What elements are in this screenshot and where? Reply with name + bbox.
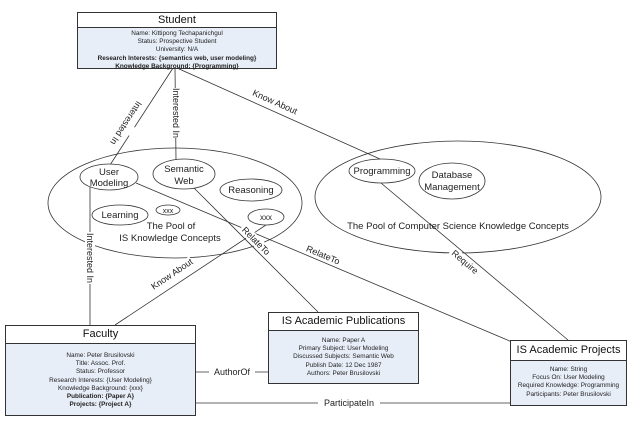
relation-faculty-interested-in: Interested In [85,233,95,283]
faculty-title: Faculty [6,326,195,344]
edge-user-modeling-projects [135,182,513,343]
is-pool-label-2: IS Knowledge Concepts [119,233,221,244]
faculty-attributes: Name: Peter Brusilovski Title: Assoc. Pr… [6,344,195,409]
student-title: Student [78,13,276,28]
semantic-web-label-1: Semantic [164,164,204,175]
project-focus: Focus On: User Modeling [532,374,605,382]
concept-xxx-small [155,204,181,216]
faculty-name: Name: Peter Brusilovski [66,352,135,359]
semantic-web-label-2: Web [174,176,193,187]
concept-reasoning [219,178,283,202]
xxx-small-label: xxx [163,208,174,215]
projects-entity: IS Academic Projects Name: String Focus … [510,340,627,406]
concept-xxx [247,208,285,226]
faculty-research-interests: Research Interests: {User Modeling} [49,376,152,384]
student-status: Status: Prospective Student [137,38,217,46]
student-research-interests: Research Interests: {semantics web, user… [97,54,257,62]
student-university: University: N/A [155,46,199,54]
concept-user-modeling [79,163,139,191]
edge-programming-projects [380,182,569,341]
edge-student-know-about [176,67,381,160]
concept-semantic-web [152,158,216,190]
publications-title: IS Academic Publications [269,313,418,331]
faculty-title-attr: Title: Assoc. Prof. [75,360,126,368]
xxx-label: xxx [260,213,272,222]
cs-pool-label: The Pool of Computer Science Knowledge C… [347,221,569,232]
student-attributes: Name: Kittipong Techapanichgul Status: P… [78,28,276,71]
student-knowledge-background: Knowledge Background: {Programming} [115,62,239,70]
publications-entity: IS Academic Publications Name: Paper A P… [268,312,419,384]
publication-name: Name: Paper A [321,337,366,344]
is-pool-ellipse [47,147,303,259]
student-entity: Student Name: Kittipong Techapanichgul S… [77,12,277,71]
publication-primary-subject: Primary Subject: User Modeling [298,345,389,353]
projects-title: IS Academic Projects [511,341,626,361]
relation-faculty-know-about: Know About [149,256,195,291]
database-management-label-2: Management [424,182,480,193]
relation-participate-in: ParticipateIn [324,398,374,408]
faculty-entity: Faculty Name: Peter Brusilovski Title: A… [5,325,196,416]
learning-label: Learning [102,210,139,221]
edge-semantic-web-publications [193,187,319,313]
edge-faculty-know-about [114,224,267,326]
project-name: Name: String [549,366,588,373]
publication-discussed-subjects: Discussed Subjects: Semantic Web [293,353,394,361]
project-participants: Participants: Peter Brusilovski [526,390,611,398]
concept-learning [91,204,149,226]
faculty-status: Status: Professor [75,368,126,376]
is-pool-label-1: The Pool of [147,221,196,232]
faculty-projects: Projects: {Project A} [69,401,132,409]
concept-database-management [418,162,486,200]
concept-programming [348,158,416,184]
reasoning-label: Reasoning [228,185,273,196]
relation-author-of: AuthorOf [214,367,251,377]
student-name: Name: Kittipong Techapanichgul [131,30,223,37]
database-management-label-1: Database [432,170,473,181]
project-required-knowledge: Required Knowledge: Programming [517,382,620,390]
edge-student-user-modeling [109,67,174,166]
faculty-knowledge-background: Knowledge Background: {xxx} [58,384,143,392]
user-modeling-label-2: Modeling [90,178,129,189]
faculty-publication: Publication: {Paper A} [66,393,135,401]
relation-user-modeling-relate-to: RelateTo [305,243,342,266]
publications-attributes: Name: Paper A Primary Subject: User Mode… [269,331,418,378]
projects-attributes: Name: String Focus On: User Modeling Req… [511,361,626,399]
user-modeling-label-1: User [99,167,119,178]
publication-authors: Authors: Peter Brusilovski [306,369,381,377]
programming-label: Programming [353,166,410,177]
relation-student-interested-semantic-web: Interested In [171,88,181,138]
publication-date: Publish Date: 12 Dec 1987 [305,361,382,369]
